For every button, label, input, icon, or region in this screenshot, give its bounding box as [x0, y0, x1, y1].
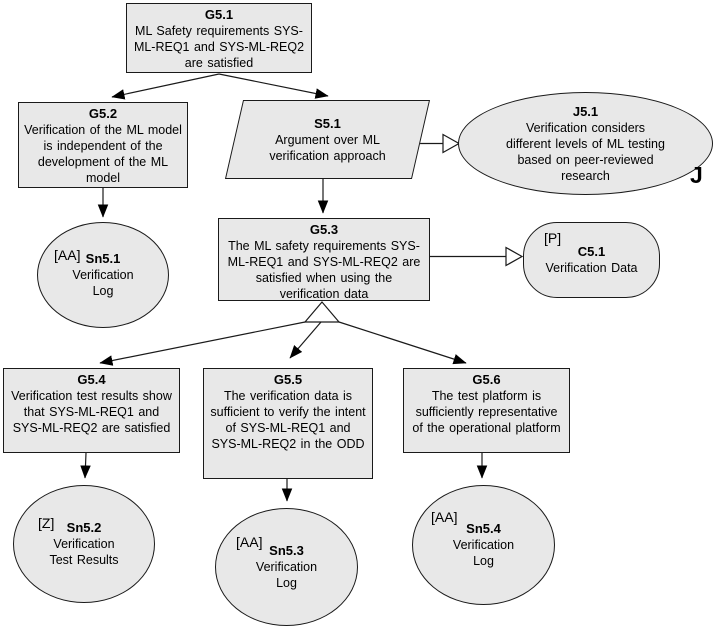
strategy-s5-1: S5.1 Argument over ML verification appro… [224, 100, 431, 179]
node-text: Verification considers different levels … [506, 120, 665, 183]
justification-j5-1: J5.1 Verification considers different le… [458, 92, 713, 195]
edge-g53-g55 [289, 321, 322, 359]
context-c5-1: [P] C5.1 Verification Data [523, 222, 660, 298]
node-id: C5.1 [577, 244, 606, 259]
node-id: G5.1 [204, 7, 234, 22]
node-id: G5.2 [88, 106, 118, 121]
junction-triangle [303, 301, 341, 323]
goal-g5-4: G5.4 Verification test results show that… [3, 368, 180, 453]
solution-sn5-1: [AA] Sn5.1 Verification Log [37, 222, 169, 328]
node-text: Verification Test Results [49, 537, 119, 567]
node-text: The ML safety requirements SYS-ML-REQ1 a… [227, 239, 421, 301]
artifact-prefix: [AA] [54, 247, 81, 263]
node-text: Verification Log [452, 538, 515, 568]
goal-g5-3: G5.3 The ML safety requirements SYS-ML-R… [218, 218, 430, 301]
node-text: Verification test results show that SYS-… [11, 389, 172, 435]
goal-g5-6: G5.6 The test platform is sufficiently r… [403, 368, 570, 453]
node-id: J5.1 [572, 103, 599, 119]
hollow-arrowhead-j51 [442, 133, 461, 154]
node-id: G5.5 [273, 372, 303, 387]
edge-g53-g54 [99, 321, 306, 366]
justification-letter: J [690, 162, 703, 188]
artifact-prefix: [AA] [431, 509, 458, 525]
node-text: Verification of the ML model is independ… [24, 123, 182, 185]
node-id: Sn5.1 [85, 251, 121, 266]
node-text: The test platform is sufficiently repres… [412, 389, 561, 435]
edge-g53-g56 [338, 321, 467, 365]
artifact-prefix: [Z] [38, 515, 55, 531]
node-id: G5.3 [309, 222, 339, 237]
edge-g51-s51 [218, 73, 329, 99]
node-id: Sn5.4 [466, 521, 501, 536]
node-id: G5.4 [77, 372, 106, 387]
node-id: Sn5.2 [66, 520, 102, 535]
node-text: ML Safety requirements SYS-ML-REQ1 and S… [133, 24, 305, 70]
node-id: Sn5.3 [269, 543, 304, 558]
node-text: Verification Log [255, 560, 318, 590]
node-text: Argument over ML verification approach [269, 132, 386, 163]
node-text: The verification data is sufficient to v… [210, 389, 366, 451]
solution-sn5-4: [AA] Sn5.4 Verification Log [412, 485, 555, 605]
goal-g5-2: G5.2 Verification of the ML model is ind… [18, 102, 188, 188]
edge-g54-sn52 [80, 452, 91, 479]
edge-g51-g52 [111, 73, 220, 100]
solution-sn5-2: [Z] Sn5.2 Verification Test Results [13, 485, 155, 603]
node-text: Verification Data [545, 261, 638, 275]
artifact-prefix: [P] [544, 230, 562, 246]
node-id: S5.1 [314, 115, 341, 131]
goal-g5-1: G5.1 ML Safety requirements SYS-ML-REQ1 … [126, 3, 312, 73]
solution-sn5-3: [AA] Sn5.3 Verification Log [215, 508, 358, 626]
node-id: G5.6 [472, 372, 501, 387]
artifact-prefix: [AA] [236, 534, 263, 550]
hollow-arrowhead-c51 [505, 246, 524, 267]
node-text: Verification Log [72, 268, 134, 298]
goal-g5-5: G5.5 The verification data is sufficient… [203, 368, 373, 479]
